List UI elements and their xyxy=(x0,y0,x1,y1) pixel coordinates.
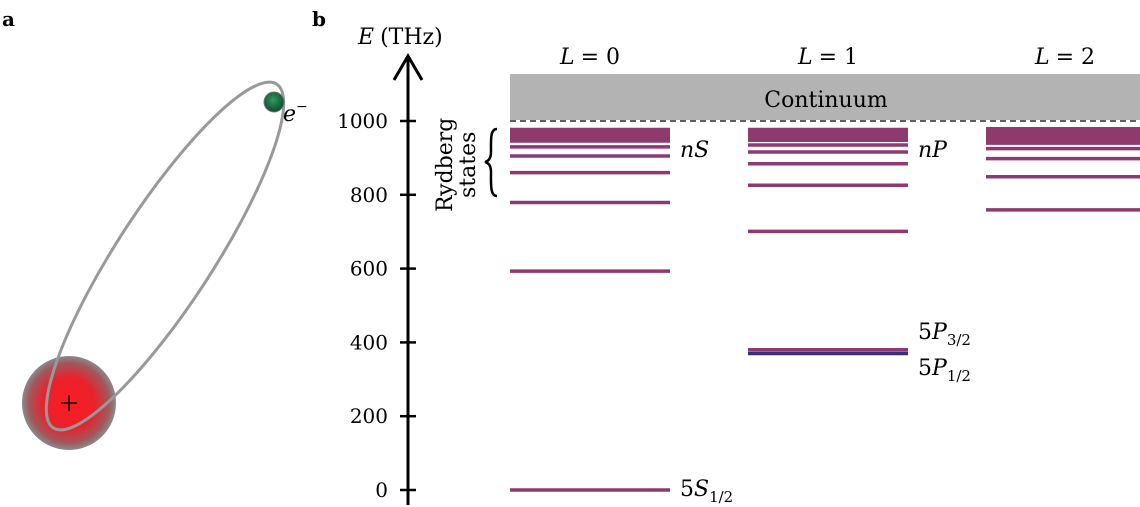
electron xyxy=(263,91,285,113)
rydberg-label-line2: states xyxy=(456,132,481,198)
axis-tick-label: 0 xyxy=(375,478,388,502)
column-header-l1: L= 1 xyxy=(797,45,858,70)
5p12-label: 5P1/2 xyxy=(918,356,971,385)
axis-label: E(THz) xyxy=(357,25,443,50)
panel-a-label: a xyxy=(2,7,15,31)
continuum-rect xyxy=(510,74,1140,120)
brace-icon xyxy=(484,127,498,198)
axis-tick-label: 800 xyxy=(350,183,388,207)
nucleus-plus-sign xyxy=(61,395,77,411)
axis-tick-label: 400 xyxy=(350,330,388,354)
np-label: nP xyxy=(918,138,948,163)
series-labels: nS nP 5P3/2 5P1/2 5S1/2 xyxy=(680,138,971,506)
panel-b-label: b xyxy=(312,7,326,31)
5p32-label: 5P3/2 xyxy=(918,320,971,349)
5s12-label: 5S1/2 xyxy=(680,477,733,506)
ns-label: nS xyxy=(680,138,709,163)
column-headers: L= 0 L= 1 L= 2 xyxy=(559,45,1095,70)
continuum-label: Continuum xyxy=(764,88,888,113)
axis-tick-label: 200 xyxy=(350,404,388,428)
axis-tick-label: 600 xyxy=(350,257,388,281)
rydberg-label-line1: Rydberg xyxy=(433,118,458,212)
axis-ticks: 0 200 400 600 800 1000 xyxy=(337,109,416,502)
axis-arrow-icon xyxy=(392,53,424,81)
continuum-band: Continuum xyxy=(510,74,1140,122)
column-header-l2: L= 2 xyxy=(1034,45,1095,70)
energy-axis: E(THz) 0 200 400 600 800 1000 xyxy=(337,25,443,505)
rydberg-bracket: Rydberg states xyxy=(433,118,498,212)
electron-label: e− xyxy=(283,99,308,127)
column-header-l0: L= 0 xyxy=(559,45,620,70)
atom-illustration: e− xyxy=(22,80,308,450)
electron-orbit xyxy=(44,80,286,432)
energy-levels xyxy=(510,126,1140,492)
axis-tick-label: 1000 xyxy=(337,109,388,133)
